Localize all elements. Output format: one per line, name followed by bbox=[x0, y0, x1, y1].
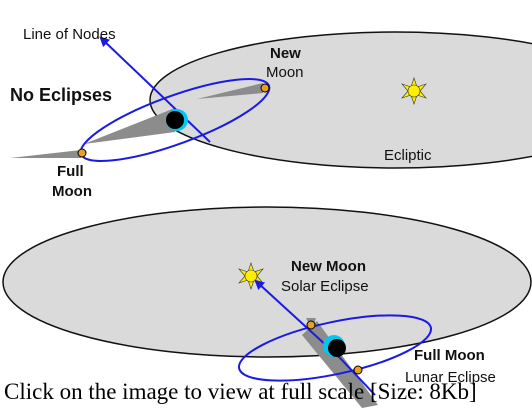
new-moon-icon bbox=[260, 83, 270, 93]
lunar-eclipse-label: Lunar Eclipse bbox=[405, 369, 496, 386]
ecliptic-outline-bottom bbox=[2, 206, 532, 358]
earth-shadow-cone bbox=[84, 108, 175, 144]
full-moon-label-line1: Full bbox=[57, 163, 84, 180]
sun-icon bbox=[238, 262, 264, 290]
full-moon-shadow-cone bbox=[10, 150, 81, 158]
earth-icon bbox=[323, 335, 346, 357]
full-moon-label-line2: Moon bbox=[52, 183, 92, 200]
lunar-eclipse-shadow-cone bbox=[302, 321, 378, 408]
new-moon-shadow-cone bbox=[197, 83, 263, 99]
new-moon-icon bbox=[306, 320, 316, 330]
solar-eclipse-label: Solar Eclipse bbox=[281, 278, 369, 295]
image-caption-link[interactable]: Click on the image to view at full scale… bbox=[4, 379, 477, 404]
top-panel: Ecliptic Line of Nodes No Eclipses New M… bbox=[10, 26, 532, 200]
moon-orbit-bottom bbox=[237, 314, 433, 382]
full-moon-icon bbox=[77, 148, 87, 158]
full-moon-label: Full Moon bbox=[414, 347, 485, 364]
no-eclipses-label: No Eclipses bbox=[10, 85, 112, 105]
bottom-panel: New Moon Solar Eclipse Full Moon Lunar E… bbox=[2, 206, 532, 408]
ecliptic-plane-top bbox=[150, 32, 532, 168]
earth-icon bbox=[166, 109, 188, 131]
full-moon-icon bbox=[353, 365, 363, 375]
line-of-nodes-tail bbox=[339, 357, 376, 396]
new-moon-label-line1: New bbox=[270, 45, 301, 62]
new-moon-label-line2: Moon bbox=[266, 64, 304, 81]
ecliptic-label: Ecliptic bbox=[384, 147, 432, 164]
line-of-nodes-arrow bbox=[99, 36, 211, 143]
new-moon-label: New Moon bbox=[291, 258, 366, 275]
ecliptic-outline-top bbox=[149, 31, 532, 169]
sun-icon bbox=[401, 77, 427, 105]
line-of-nodes-label: Line of Nodes bbox=[23, 26, 116, 43]
ecliptic-plane-bottom bbox=[3, 207, 531, 357]
